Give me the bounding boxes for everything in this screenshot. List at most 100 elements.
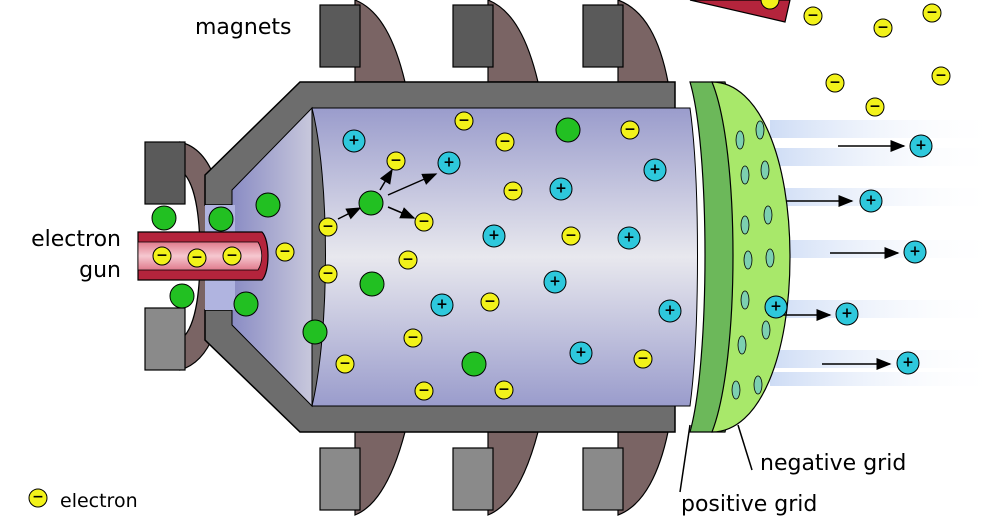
electron-particle-sign: − xyxy=(637,351,649,367)
electron-particle xyxy=(318,264,338,284)
ion-particle xyxy=(658,299,682,323)
electron-particle-sign: − xyxy=(935,68,947,84)
electron-particle xyxy=(403,328,423,348)
electron-particle xyxy=(275,242,295,262)
ion-particle xyxy=(903,240,927,264)
electron-particle-sign: − xyxy=(764,0,776,8)
grid-leader-lines xyxy=(679,424,753,493)
legend-electron-sign: − xyxy=(32,489,44,505)
neutral-atom-particle xyxy=(555,117,581,143)
electron-particle-sign: − xyxy=(191,250,203,266)
ion-particle-sign: + xyxy=(555,181,567,197)
magnets-label: magnets xyxy=(195,15,291,40)
electron-particle xyxy=(454,111,474,131)
electron-particle-sign: − xyxy=(156,248,168,264)
electron-particle xyxy=(386,151,406,171)
ion-particle-sign: + xyxy=(649,162,661,178)
electron-particle-sign: − xyxy=(418,214,430,230)
electron-particle xyxy=(803,6,823,26)
ion-particle xyxy=(569,341,593,365)
electron-particle xyxy=(222,246,242,266)
electron-particle xyxy=(633,349,653,369)
ion-particle xyxy=(437,151,461,175)
ion-particle-sign: + xyxy=(436,297,448,313)
particles: −−−−−−−−−−−−−−−−−−−−−−−−−−−+++++++++++++… xyxy=(151,0,951,401)
electron-particle-sign: − xyxy=(498,382,510,398)
neutral-atom-particle xyxy=(233,291,259,317)
electron-particle-sign: − xyxy=(507,183,519,199)
electron-particle xyxy=(503,181,523,201)
neutral-atom-particle xyxy=(302,319,328,345)
electron-particle xyxy=(873,18,893,38)
neutral-atom-particle xyxy=(169,283,195,309)
electron-particle xyxy=(187,248,207,268)
ion-particle xyxy=(643,158,667,182)
ion-particle xyxy=(482,224,506,248)
ion-particle-sign: + xyxy=(865,193,877,209)
legend: − electron xyxy=(28,488,138,512)
electron-particle xyxy=(931,66,951,86)
legend-electron-label: electron xyxy=(60,490,138,512)
electron-particle-sign: − xyxy=(829,75,841,91)
electron-particle xyxy=(494,380,514,400)
electron-particle xyxy=(760,0,780,10)
neutral-atom-particle xyxy=(359,271,385,297)
electron-particle xyxy=(480,292,500,312)
exhaust-arrows xyxy=(768,140,906,370)
ion-particle xyxy=(909,134,933,158)
electron-particle xyxy=(335,354,355,374)
electron-particle-sign: − xyxy=(402,252,414,268)
neutral-atom-particle xyxy=(208,206,234,232)
ion-particle xyxy=(342,129,366,153)
electron-particle xyxy=(318,217,338,237)
electron-particle-sign: − xyxy=(624,122,636,138)
ion-particle-sign: + xyxy=(549,274,561,290)
electron-particle xyxy=(414,212,434,232)
electron-particle xyxy=(620,120,640,140)
neutral-atom-particle xyxy=(358,190,384,216)
electron-particle-sign: − xyxy=(869,99,881,115)
electron-particle-sign: − xyxy=(565,228,577,244)
electron-particle-sign: − xyxy=(484,294,496,310)
ion-particle-sign: + xyxy=(664,303,676,319)
ion-particle xyxy=(543,270,567,294)
ion-particle-sign: + xyxy=(902,355,914,371)
ion-particle xyxy=(859,189,883,213)
electron-particle-sign: − xyxy=(877,20,889,36)
electron-gun-label-line1: electron xyxy=(31,227,121,252)
ion-particle xyxy=(617,226,641,250)
ion-particle-sign: + xyxy=(915,138,927,154)
electron-particle xyxy=(561,226,581,246)
electron-particle-sign: − xyxy=(407,330,419,346)
collision-arrows xyxy=(337,168,438,220)
electron-particle xyxy=(398,250,418,270)
electron-particle xyxy=(865,97,885,117)
ion-particle-sign: + xyxy=(841,306,853,322)
electron-particle xyxy=(922,3,942,23)
electron-particle-sign: − xyxy=(926,5,938,21)
electron-particle xyxy=(825,73,845,93)
electron-particle-sign: − xyxy=(807,8,819,24)
neutral-atom-particle xyxy=(151,205,177,231)
electron-particle-sign: − xyxy=(279,244,291,260)
positive-grid-label: positive grid xyxy=(681,492,817,517)
electron-particle-sign: − xyxy=(390,153,402,169)
electron-particle-sign: − xyxy=(322,219,334,235)
ion-particle-sign: + xyxy=(770,299,782,315)
electron-particle xyxy=(152,246,172,266)
negative-grid-label: negative grid xyxy=(760,451,906,476)
electron-particle-sign: − xyxy=(339,356,351,372)
ion-particle xyxy=(835,302,859,326)
ion-particle-sign: + xyxy=(488,228,500,244)
ion-particle xyxy=(430,293,454,317)
ion-particle xyxy=(764,295,788,319)
ion-particle xyxy=(549,177,573,201)
electron-gun-label-line2: gun xyxy=(79,258,121,283)
ion-particle xyxy=(896,351,920,375)
ion-particle-sign: + xyxy=(443,155,455,171)
electron-particle-sign: − xyxy=(499,134,511,150)
electron-particle xyxy=(495,132,515,152)
ion-particle-sign: + xyxy=(575,345,587,361)
ion-particle-sign: + xyxy=(348,133,360,149)
